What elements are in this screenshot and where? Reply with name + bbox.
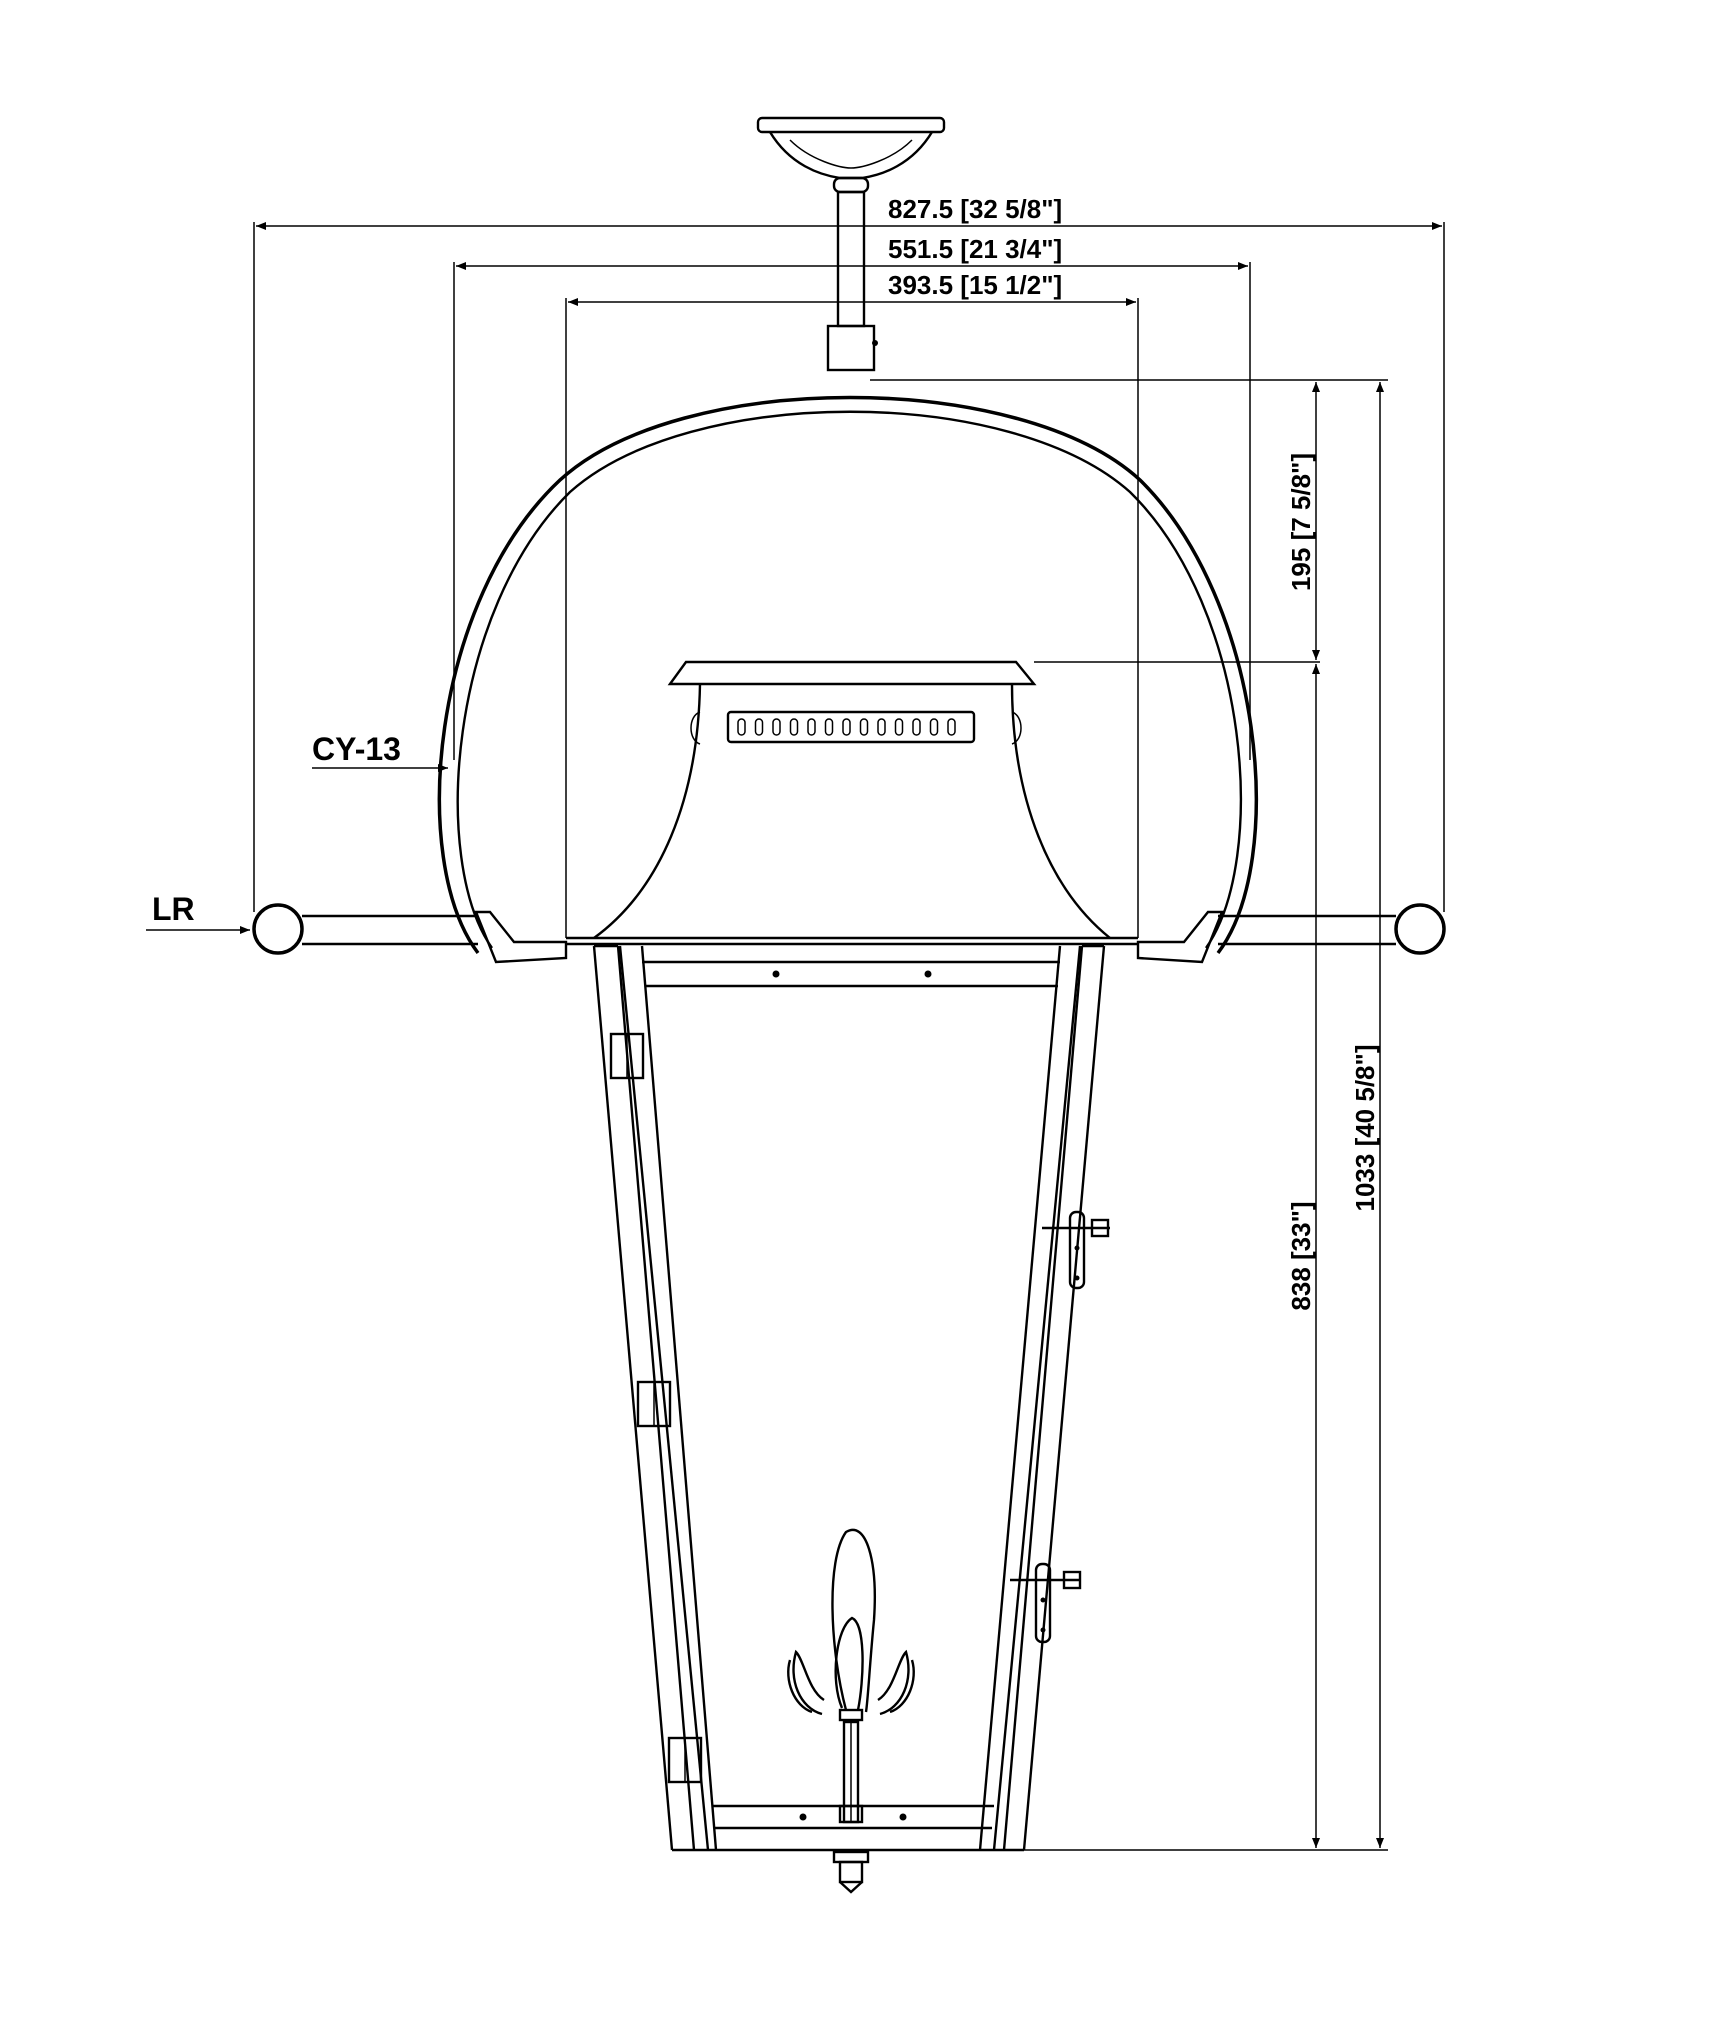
vent-slot [754, 718, 764, 736]
vent-slot [877, 718, 886, 736]
vent-slot [929, 718, 939, 736]
vent-slot [842, 718, 851, 736]
gas-inlet-fitting [832, 1850, 870, 1894]
vent-slots [737, 718, 956, 736]
gas-flame [787, 1528, 915, 1722]
burner-hood [593, 660, 1111, 939]
dim-overall-width-label: 827.5 [32 5/8"] [888, 194, 1062, 224]
dimension-extension-lines [870, 379, 1388, 1851]
vent-slot [807, 718, 816, 736]
vent-slot [772, 718, 781, 736]
dimension-arms-width [453, 262, 1251, 760]
dim-arms-width-label: 551.5 [21 3/4"] [888, 234, 1062, 264]
hinge-bottom [667, 1736, 703, 1784]
latch-upper [1042, 1210, 1110, 1290]
dim-body-width-label: 393.5 [15 1/2"] [888, 270, 1062, 300]
lantern-body [592, 944, 1106, 1852]
ceiling-mount [756, 116, 946, 372]
vent-slot [912, 718, 921, 736]
vent-slot [859, 718, 869, 736]
dim-dome-height-label: 195 [7 5/8"] [1286, 453, 1316, 591]
hinge-middle [636, 1380, 672, 1428]
callout-cy13-label: CY-13 [312, 731, 401, 767]
vent-slot [824, 718, 834, 736]
dimension-body-width [565, 298, 1139, 938]
left-arm [252, 903, 568, 964]
vent-slot [789, 718, 799, 736]
vent-slot [737, 718, 746, 736]
dimension-overall-width [253, 222, 1445, 912]
dim-body-height-label: 838 [33"] [1286, 1201, 1316, 1310]
dim-overall-height-label: 1033 [40 5/8"] [1350, 1045, 1380, 1212]
hinge-top [609, 1032, 645, 1080]
callout-lr-label: LR [152, 891, 195, 927]
right-arm [1136, 903, 1446, 964]
vent-slot [894, 718, 904, 736]
vent-slot [947, 718, 956, 736]
latch-lower [1010, 1562, 1082, 1644]
burner-tube [838, 1720, 864, 1824]
dome-canopy [437, 395, 1258, 955]
